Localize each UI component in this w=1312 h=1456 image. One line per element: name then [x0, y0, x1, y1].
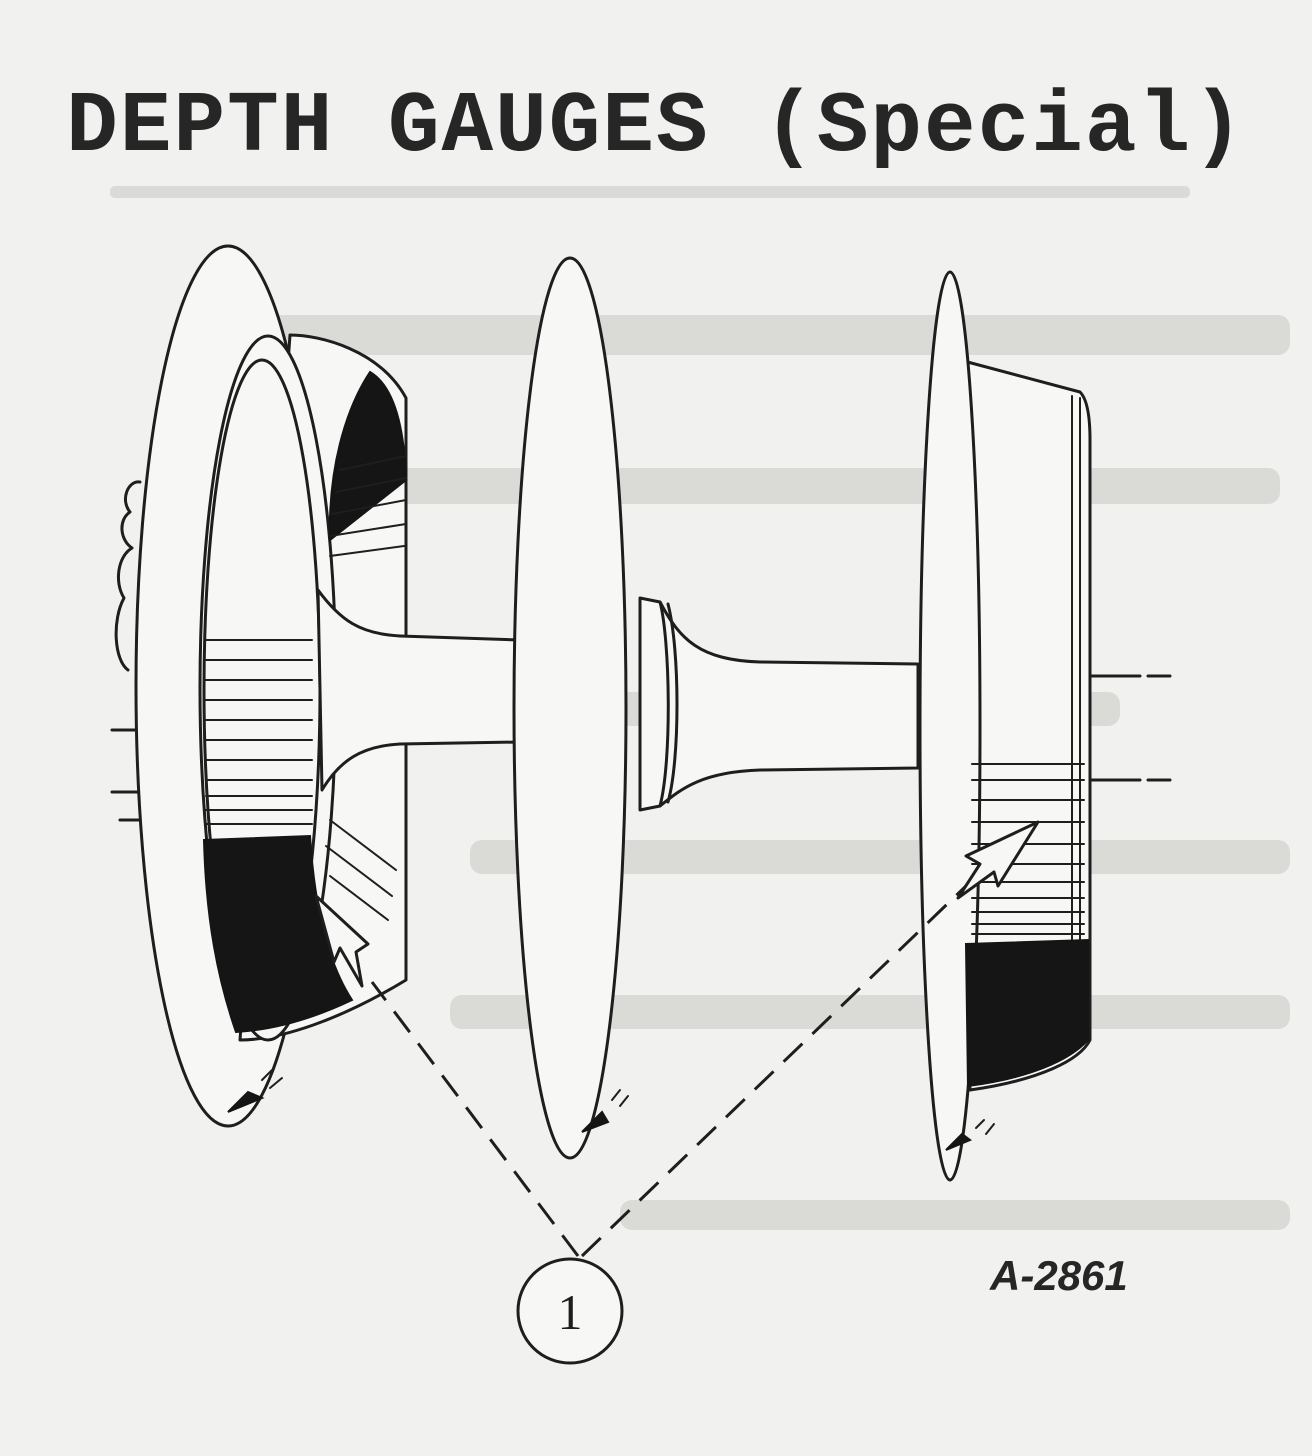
- hand-outline: [114, 480, 142, 672]
- right-flange-ticks: [975, 1119, 995, 1135]
- leader-arrowhead-left: [314, 894, 370, 988]
- left-flange-ticks: [261, 1069, 283, 1089]
- left-shade-top: [328, 370, 408, 543]
- middle-disc-shadow: [581, 1110, 610, 1133]
- right-cup-body: [958, 358, 1092, 1092]
- diagram-title: DEPTH GAUGES (Special): [66, 78, 1246, 176]
- middle-gauge-disc: [512, 256, 679, 1160]
- right-gauge: [918, 270, 1172, 1182]
- left-hatching: [205, 455, 407, 921]
- right-shade-bottom: [964, 938, 1089, 1088]
- leader-line-right: [580, 830, 1024, 1258]
- leader-arrowhead-right: [956, 820, 1040, 900]
- callout-circle: [516, 1257, 624, 1365]
- right-flange: [918, 270, 982, 1182]
- callout-label: 1: [558, 1284, 583, 1340]
- figure-number: A-2861: [990, 1252, 1128, 1299]
- callout-leaders: [314, 820, 1040, 1258]
- shaft-left-section: [316, 588, 522, 792]
- right-hatching: [971, 763, 1085, 935]
- callout-1: 1: [516, 1257, 624, 1365]
- shaft-right-section: [638, 596, 920, 812]
- leader-line-left: [370, 981, 580, 1257]
- right-cup-edges: [1071, 395, 1081, 1049]
- left-flange-shadow: [227, 1090, 265, 1113]
- middle-hub-edge-inner: [666, 602, 679, 804]
- middle-disc-ticks: [611, 1089, 629, 1107]
- middle-disc: [512, 256, 628, 1160]
- middle-hub-edge: [658, 600, 670, 808]
- right-flange-shadow: [945, 1132, 972, 1151]
